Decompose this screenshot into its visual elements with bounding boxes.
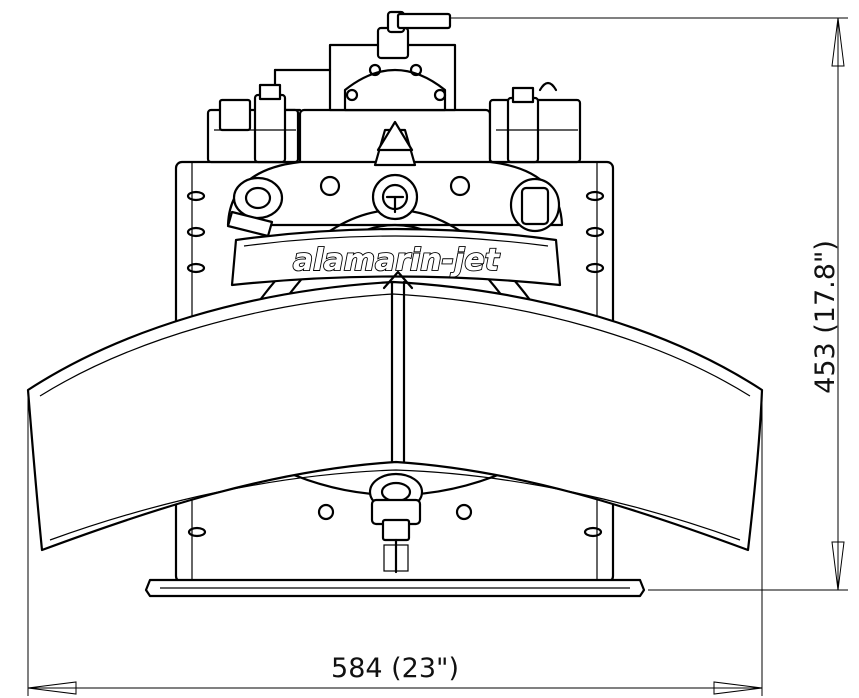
left-cylinder [206, 83, 300, 164]
mounting-holes [186, 190, 605, 538]
lower-nozzle [280, 468, 512, 574]
width-dimension: 584 (23") [27, 390, 763, 696]
height-dimension-label: 453 (17.8") [810, 240, 841, 394]
bottom-flange [144, 560, 646, 598]
brand-plate: alamarin-jet [230, 227, 562, 287]
right-cylinder [488, 81, 582, 164]
height-dimension: 453 (17.8") [450, 17, 848, 591]
width-dimension-label: 584 (23") [331, 653, 459, 684]
center-body [226, 120, 564, 302]
reversing-deflector [26, 270, 764, 552]
